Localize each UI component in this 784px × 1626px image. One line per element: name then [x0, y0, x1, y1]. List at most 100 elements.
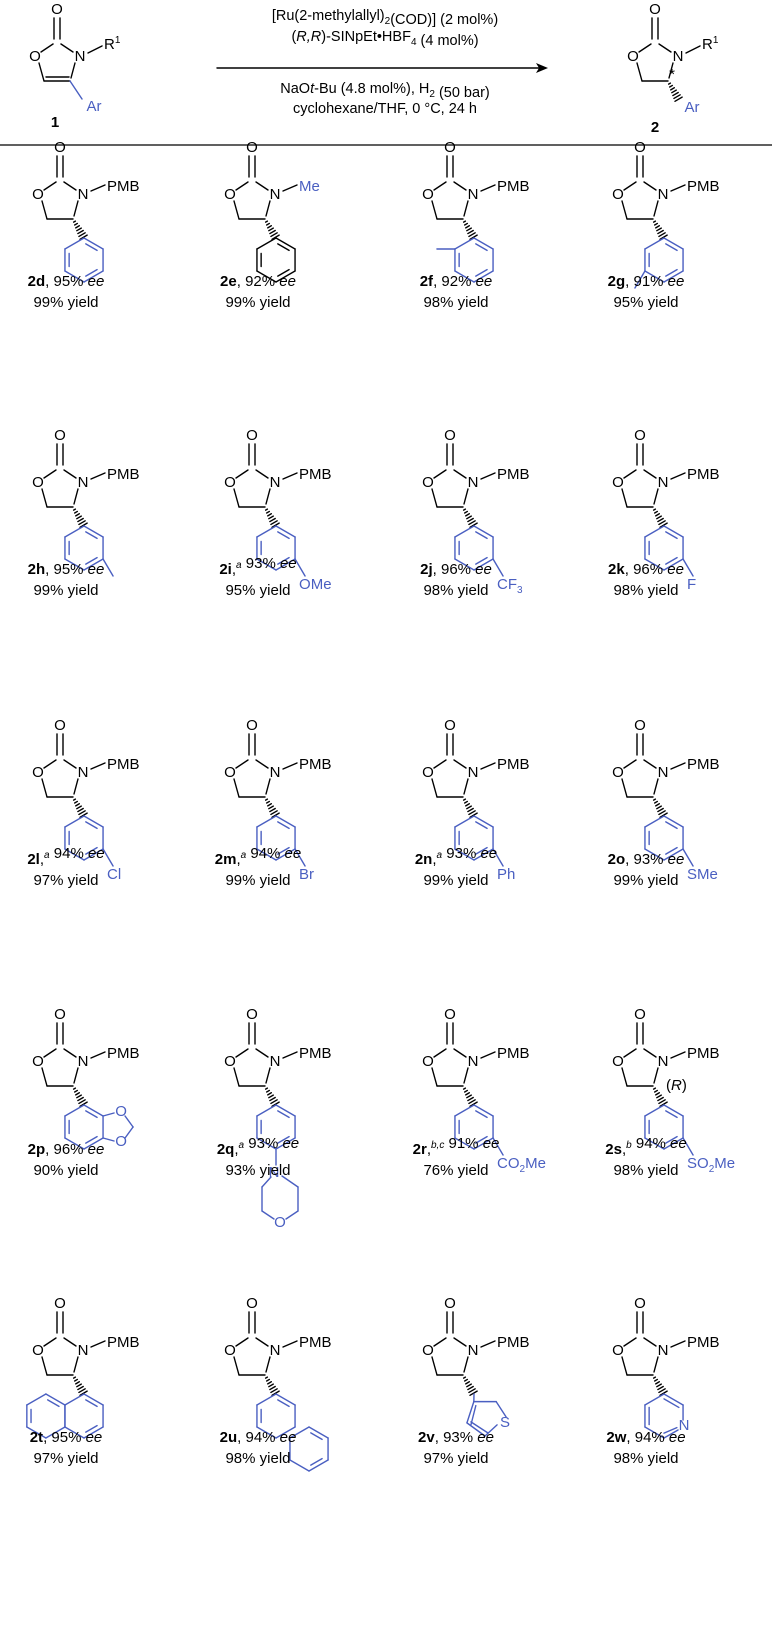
ring-double-bond — [475, 821, 488, 830]
aryl-phenyl — [256, 237, 296, 283]
compound-caption: 2f, 92% ee — [420, 273, 493, 290]
ring-nitrogen: N — [78, 764, 89, 781]
ring-bond — [663, 1137, 684, 1150]
stereo-hash — [267, 1381, 273, 1385]
compound-yield: 95% yield — [225, 582, 290, 599]
ring-bond — [73, 1067, 79, 1084]
ring-bond — [473, 558, 494, 571]
pyridine-nitrogen: N — [679, 1417, 690, 1434]
stereo-hash — [77, 517, 84, 523]
para-substituent: F — [687, 576, 696, 593]
stereo-hash — [268, 1094, 274, 1099]
stereo-hash — [269, 1096, 276, 1102]
ring-nitrogen: N — [75, 48, 86, 65]
stereo-hash — [79, 812, 88, 818]
stereo-hash — [462, 798, 467, 801]
ring-nitrogen: N — [468, 764, 479, 781]
ring-double-bond — [277, 531, 290, 540]
ring-bond — [40, 43, 54, 53]
n-substituent-bond — [282, 762, 298, 770]
ring-bond — [663, 525, 684, 538]
ring-bond — [43, 181, 57, 191]
ring-nitrogen: N — [78, 1342, 89, 1359]
stereo-hash — [652, 1087, 657, 1090]
compound-caption: 2d, 95% ee — [28, 273, 105, 290]
ring-bond — [275, 558, 296, 571]
ring-bond — [473, 1137, 494, 1150]
ring-bond — [473, 848, 494, 861]
n-substituent: PMB — [687, 1045, 720, 1062]
carbonyl-oxygen: O — [444, 139, 456, 156]
ring-double-bond — [663, 1398, 680, 1409]
stereo-hash — [658, 232, 666, 238]
ring-bond — [275, 270, 296, 283]
ring-bond — [643, 1337, 657, 1347]
condition-above: [Ru(2-methylallyl)2(COD)] (2 mol%) — [272, 8, 498, 28]
stereo-hash — [466, 805, 472, 810]
ring-double-bond — [277, 1399, 290, 1408]
stereo-hash — [76, 227, 82, 232]
morpholine-bond — [285, 1210, 299, 1220]
compound-caption: 2v, 93% ee — [418, 1429, 494, 1446]
ring-bond — [454, 525, 475, 538]
compound-caption: 2r,b,c 91% ee — [413, 1135, 500, 1158]
n-substituent: PMB — [107, 1045, 140, 1062]
ring-double-bond — [663, 1426, 678, 1434]
stereo-hash — [466, 227, 472, 232]
ring-bond — [256, 848, 277, 861]
compound-caption: 2i,a 93% ee — [219, 555, 296, 578]
stereo-hash — [468, 810, 476, 816]
ring-bond — [265, 1067, 271, 1084]
compound-yield: 99% yield — [33, 582, 98, 599]
ring-bond — [644, 815, 665, 828]
compound-caption: 2j, 96% ee — [420, 561, 492, 578]
ring-bond — [663, 237, 684, 250]
stereo-hash — [73, 1089, 79, 1093]
carbonyl-oxygen: O — [444, 427, 456, 444]
ring-nitrogen: N — [270, 1342, 281, 1359]
stereo-hash — [468, 520, 476, 526]
ring-double-bond — [85, 1424, 98, 1433]
stereo-hash — [79, 522, 88, 528]
stereo-hash — [466, 1383, 472, 1388]
ring-bond — [463, 488, 469, 505]
compound-yield: 90% yield — [33, 1162, 98, 1179]
compound-caption: 2l,a 94% ee — [27, 845, 104, 868]
ring-double-bond — [475, 1110, 488, 1119]
stereo-hash — [271, 1101, 280, 1107]
ring-bond — [463, 200, 469, 217]
ring-bond — [63, 759, 77, 769]
ring-bond — [454, 558, 475, 571]
stereo-hash — [467, 517, 474, 523]
ring-nitrogen: N — [658, 474, 669, 491]
arrow-head — [536, 63, 548, 73]
stereo-hash — [270, 810, 278, 816]
ring-bond — [463, 1356, 469, 1373]
ring-bond — [233, 1067, 240, 1087]
ring-bond — [308, 1459, 329, 1472]
stereo-hash — [76, 1094, 82, 1099]
compound-yield: 98% yield — [423, 582, 488, 599]
carbonyl-oxygen: O — [634, 139, 646, 156]
stereo-hash — [462, 508, 467, 511]
compound-yield: 93% yield — [225, 1162, 290, 1179]
ring-bond — [623, 469, 637, 479]
ring-oxygen: O — [422, 474, 434, 491]
ring-oxygen: O — [422, 186, 434, 203]
ring-bond — [431, 778, 438, 798]
ring-bond — [233, 488, 240, 508]
ring-bond — [454, 270, 475, 283]
para-bond — [102, 558, 114, 577]
compound-caption: 2w, 94% ee — [606, 1429, 685, 1446]
stereo-hash — [77, 1096, 84, 1102]
para-substituent: Ph — [497, 866, 515, 883]
stereo-hash — [75, 225, 81, 229]
ring-double-bond — [277, 556, 290, 565]
ring-double-bond — [85, 556, 98, 565]
stereo-hash — [655, 1092, 661, 1096]
